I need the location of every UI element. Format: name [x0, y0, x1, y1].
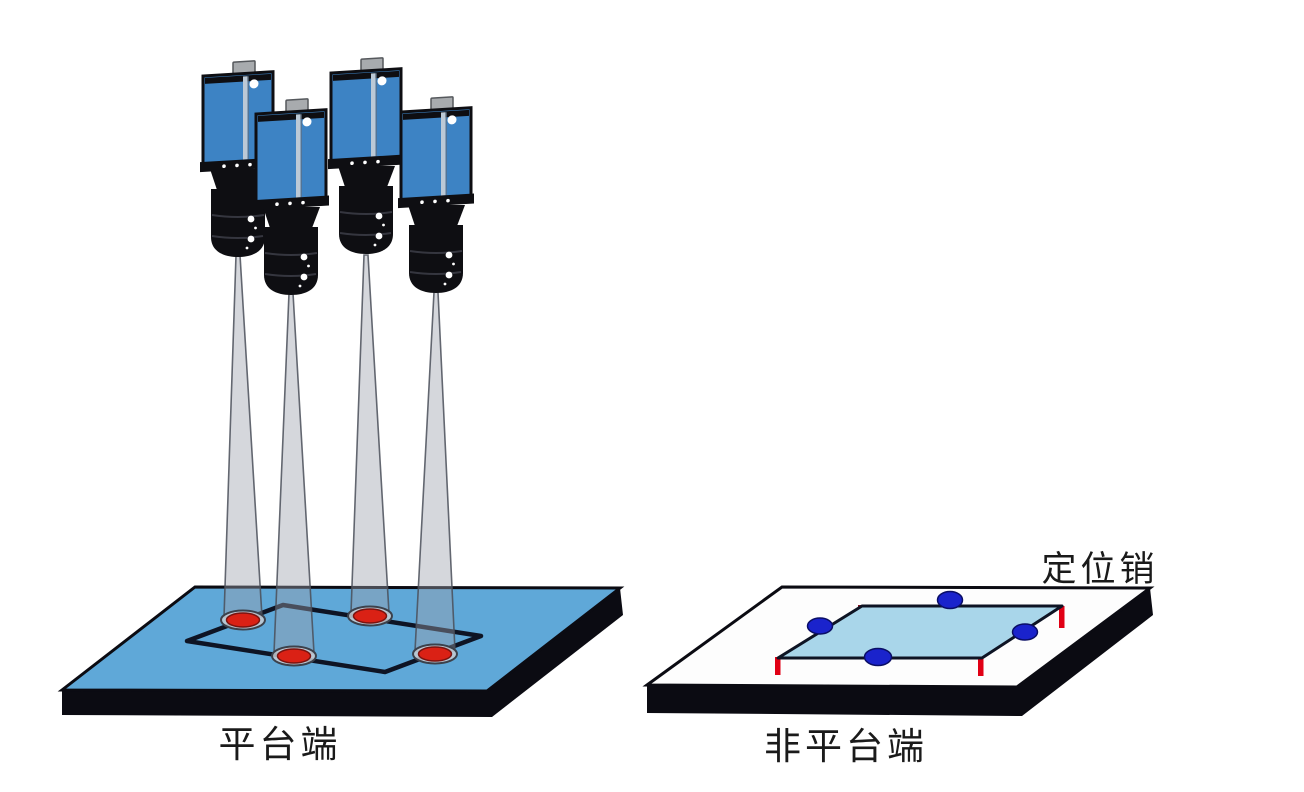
alignment-dot-2	[936, 590, 964, 610]
camera-2	[251, 96, 331, 297]
locating-pin-3	[1059, 606, 1065, 628]
platform-right	[642, 585, 1155, 716]
label-non-platform-side: 非平台端	[764, 726, 928, 767]
laser-spots	[220, 605, 458, 667]
platform-right-side-face	[647, 588, 1153, 716]
glass-panel	[776, 604, 1064, 660]
alignment-dot-3	[1011, 623, 1039, 641]
alignment-dot-4	[863, 647, 893, 667]
beam-1	[223, 254, 263, 618]
label-locating-pin: 定位销	[1041, 550, 1159, 589]
beam-3	[350, 254, 390, 614]
laser-spot-2	[271, 645, 317, 667]
beam-2	[273, 292, 315, 654]
platform-left	[57, 585, 625, 717]
beam-4	[414, 291, 456, 652]
platform-left-top-face	[57, 585, 625, 693]
camera-3	[326, 55, 406, 256]
camera-4	[396, 94, 476, 295]
locating-pin-1	[775, 657, 781, 675]
label-platform-side: 平台端	[218, 724, 342, 765]
laser-spot-3	[347, 605, 393, 627]
locating-pin-4	[978, 658, 984, 676]
laser-spot-4	[412, 643, 458, 665]
laser-spot-1	[220, 609, 266, 631]
alignment-dot-1	[806, 617, 834, 635]
